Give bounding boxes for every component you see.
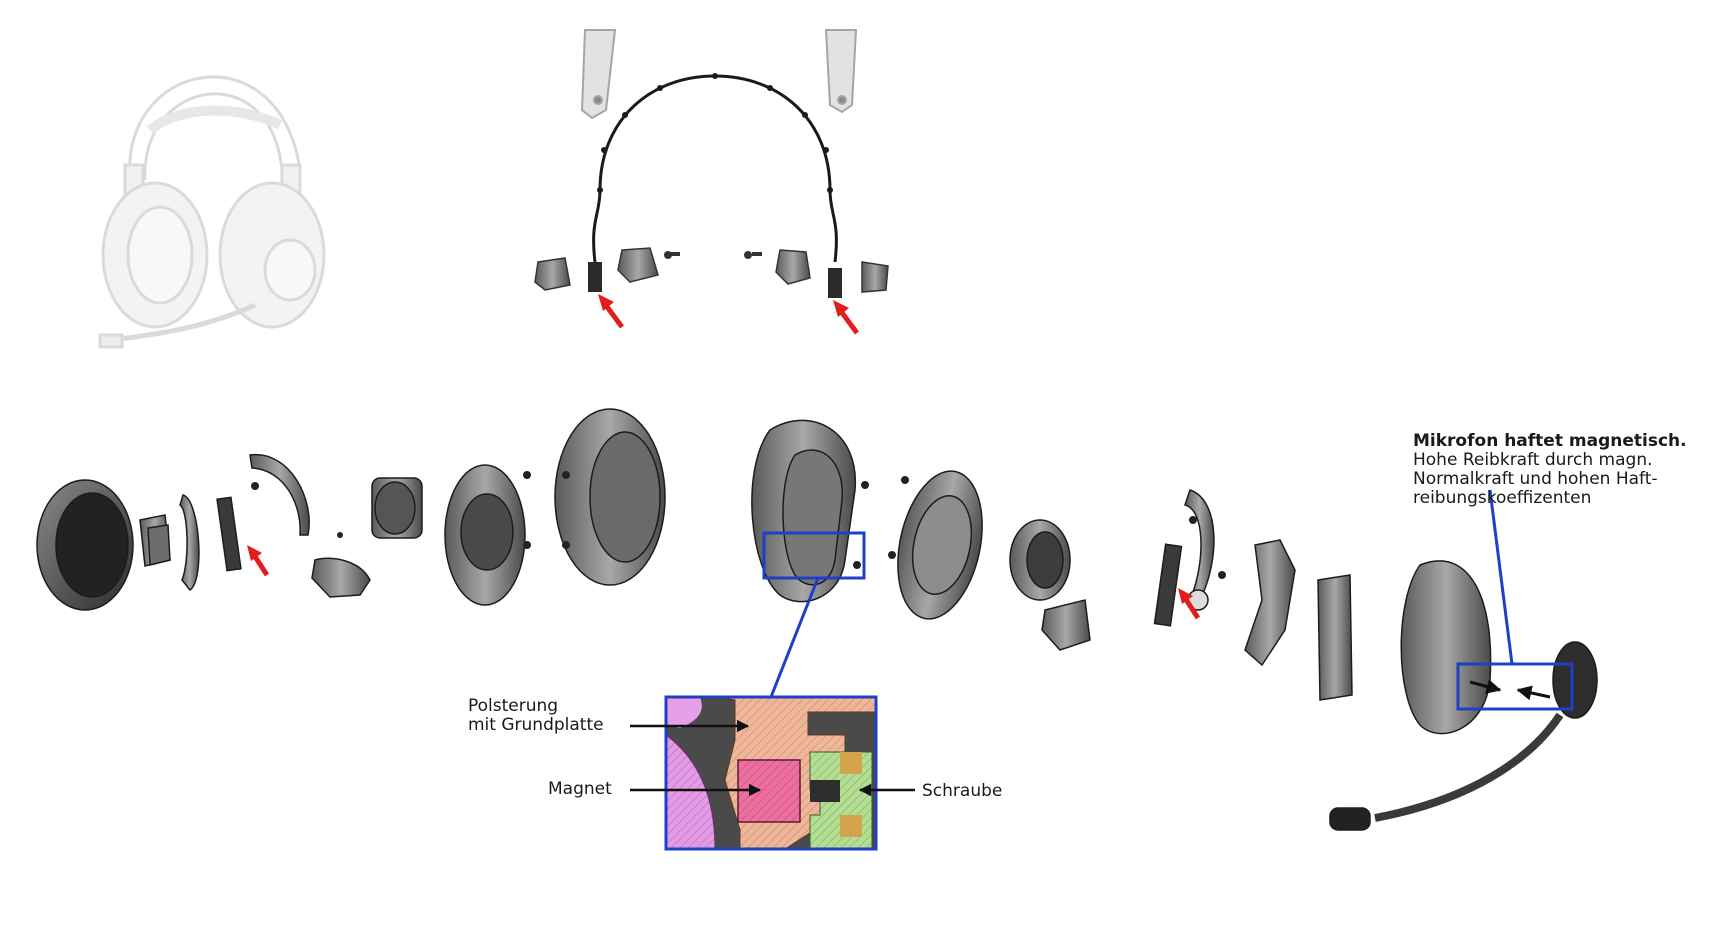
battery-bar (1317, 574, 1353, 701)
microphone-note: Mikrofon haftet magnetisch. Hohe Reibkra… (1413, 432, 1687, 508)
left-earcup-exploded-parts (36, 408, 666, 611)
headband-left-strut (580, 29, 617, 120)
ghost-headset-illustration (98, 75, 326, 349)
outer-cup-right (1400, 560, 1492, 735)
headband-cable (592, 74, 838, 263)
headband-assembly (534, 29, 889, 298)
red-arrow-icon (598, 294, 625, 329)
screw-label: Schraube (922, 781, 1003, 801)
red-arrow-icon (247, 545, 270, 577)
slider-rack-left (216, 496, 242, 572)
microphone-note-line-3: reibungskoeffizenten (1413, 488, 1592, 508)
microphone-note-line-2: Normalkraft und hohen Haft- (1413, 469, 1658, 489)
small-screws-top (664, 251, 762, 259)
callout-line-cushion (769, 577, 820, 698)
pcb-board (147, 524, 171, 566)
left-connector-plug (588, 262, 602, 292)
attraction-arrows (1469, 679, 1551, 701)
label-leader-lines (630, 719, 915, 797)
microphone-note-line-1: Hohe Reibkraft durch magn. (1413, 450, 1653, 470)
microphone-base (1552, 641, 1598, 719)
small-screws-left (251, 471, 570, 549)
cross-section-detail (664, 695, 878, 851)
padding-label: Polsterung mit Grundplatte (468, 697, 604, 735)
padding-label-line-2: mit Grundplatte (468, 715, 604, 735)
hinge-parts-right (775, 249, 889, 293)
red-arrow-icon (833, 300, 860, 335)
highlight-box-cushion-magnet (762, 531, 866, 580)
right-earcup-exploded-parts (751, 419, 1598, 831)
red-arrow-icon (1178, 588, 1201, 620)
padding-label-line-1: Polsterung (468, 696, 559, 716)
microphone-note-title: Mikrofon haftet magnetisch. (1413, 431, 1687, 451)
highlight-box-mic-magnet (1456, 662, 1574, 711)
hinge-parts-left (534, 247, 659, 291)
headband-right-strut (824, 29, 858, 114)
small-screws-right (853, 476, 1226, 579)
slider-rack-right (1153, 543, 1183, 627)
callout-line-mic (1488, 489, 1514, 665)
magnet-label: Magnet (548, 779, 612, 799)
right-connector-plug (828, 268, 842, 298)
microphone-boom (1374, 712, 1564, 822)
